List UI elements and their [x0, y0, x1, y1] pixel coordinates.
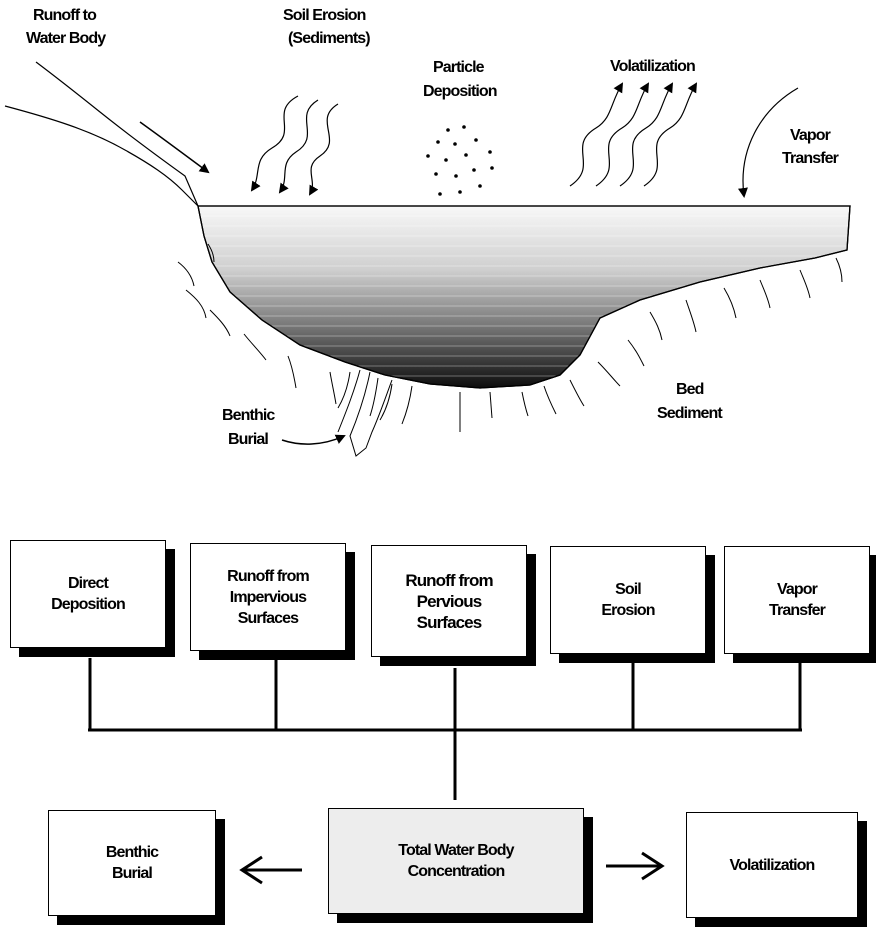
- label-soil-erosion-line1: Soil Erosion: [283, 7, 366, 24]
- particle-deposition-dots: [426, 125, 494, 196]
- vapor-transfer-arrow: [738, 87, 799, 198]
- bed-sediment-hatching: [177, 243, 843, 432]
- label-particle-line2: Deposition: [423, 83, 497, 100]
- label-volatilization: Volatilization: [610, 58, 695, 75]
- volatilization-arrows: [569, 82, 698, 187]
- box-benthic-burial: Benthic Burial: [48, 810, 216, 916]
- box-runoff-pervious: Runoff from Pervious Surfaces: [371, 545, 527, 657]
- arrow-to-volatilization: [606, 851, 665, 881]
- scene-labels: Runoff to Water Body Soil Erosion (Sedim…: [26, 7, 840, 448]
- box-volatilization: Volatilization: [686, 812, 858, 918]
- label-runoff-line2: Water Body: [26, 30, 106, 47]
- label-soil-erosion-line2: (Sediments): [288, 30, 370, 47]
- soil-erosion-arrows: [250, 95, 339, 196]
- benthic-burial-plume: [337, 369, 393, 457]
- flowchart-connectors: [88, 658, 802, 800]
- box-direct-deposition: Direct Deposition: [10, 540, 166, 648]
- label-bed-line2: Sediment: [657, 405, 723, 422]
- label-particle-line1: Particle: [433, 59, 485, 76]
- label-benthic-line2: Burial: [228, 431, 268, 448]
- label-bed-line1: Bed: [676, 381, 704, 398]
- box-vapor-transfer: Vapor Transfer: [724, 546, 870, 654]
- water-body: [197, 205, 851, 389]
- box-runoff-impervious: Runoff from Impervious Surfaces: [190, 543, 346, 651]
- benthic-burial-arrow: [281, 434, 346, 445]
- runoff-arrow: [139, 121, 210, 174]
- label-runoff-line1: Runoff to: [33, 7, 97, 24]
- label-benthic-line1: Benthic: [222, 407, 275, 424]
- runoff-stream: [4, 61, 199, 207]
- label-vapor-line2: Transfer: [782, 150, 839, 167]
- arrow-to-benthic-burial: [239, 855, 302, 885]
- box-total-water-body-concentration: Total Water Body Concentration: [328, 808, 584, 914]
- box-soil-erosion: Soil Erosion: [550, 546, 706, 654]
- label-vapor-line1: Vapor: [790, 127, 831, 144]
